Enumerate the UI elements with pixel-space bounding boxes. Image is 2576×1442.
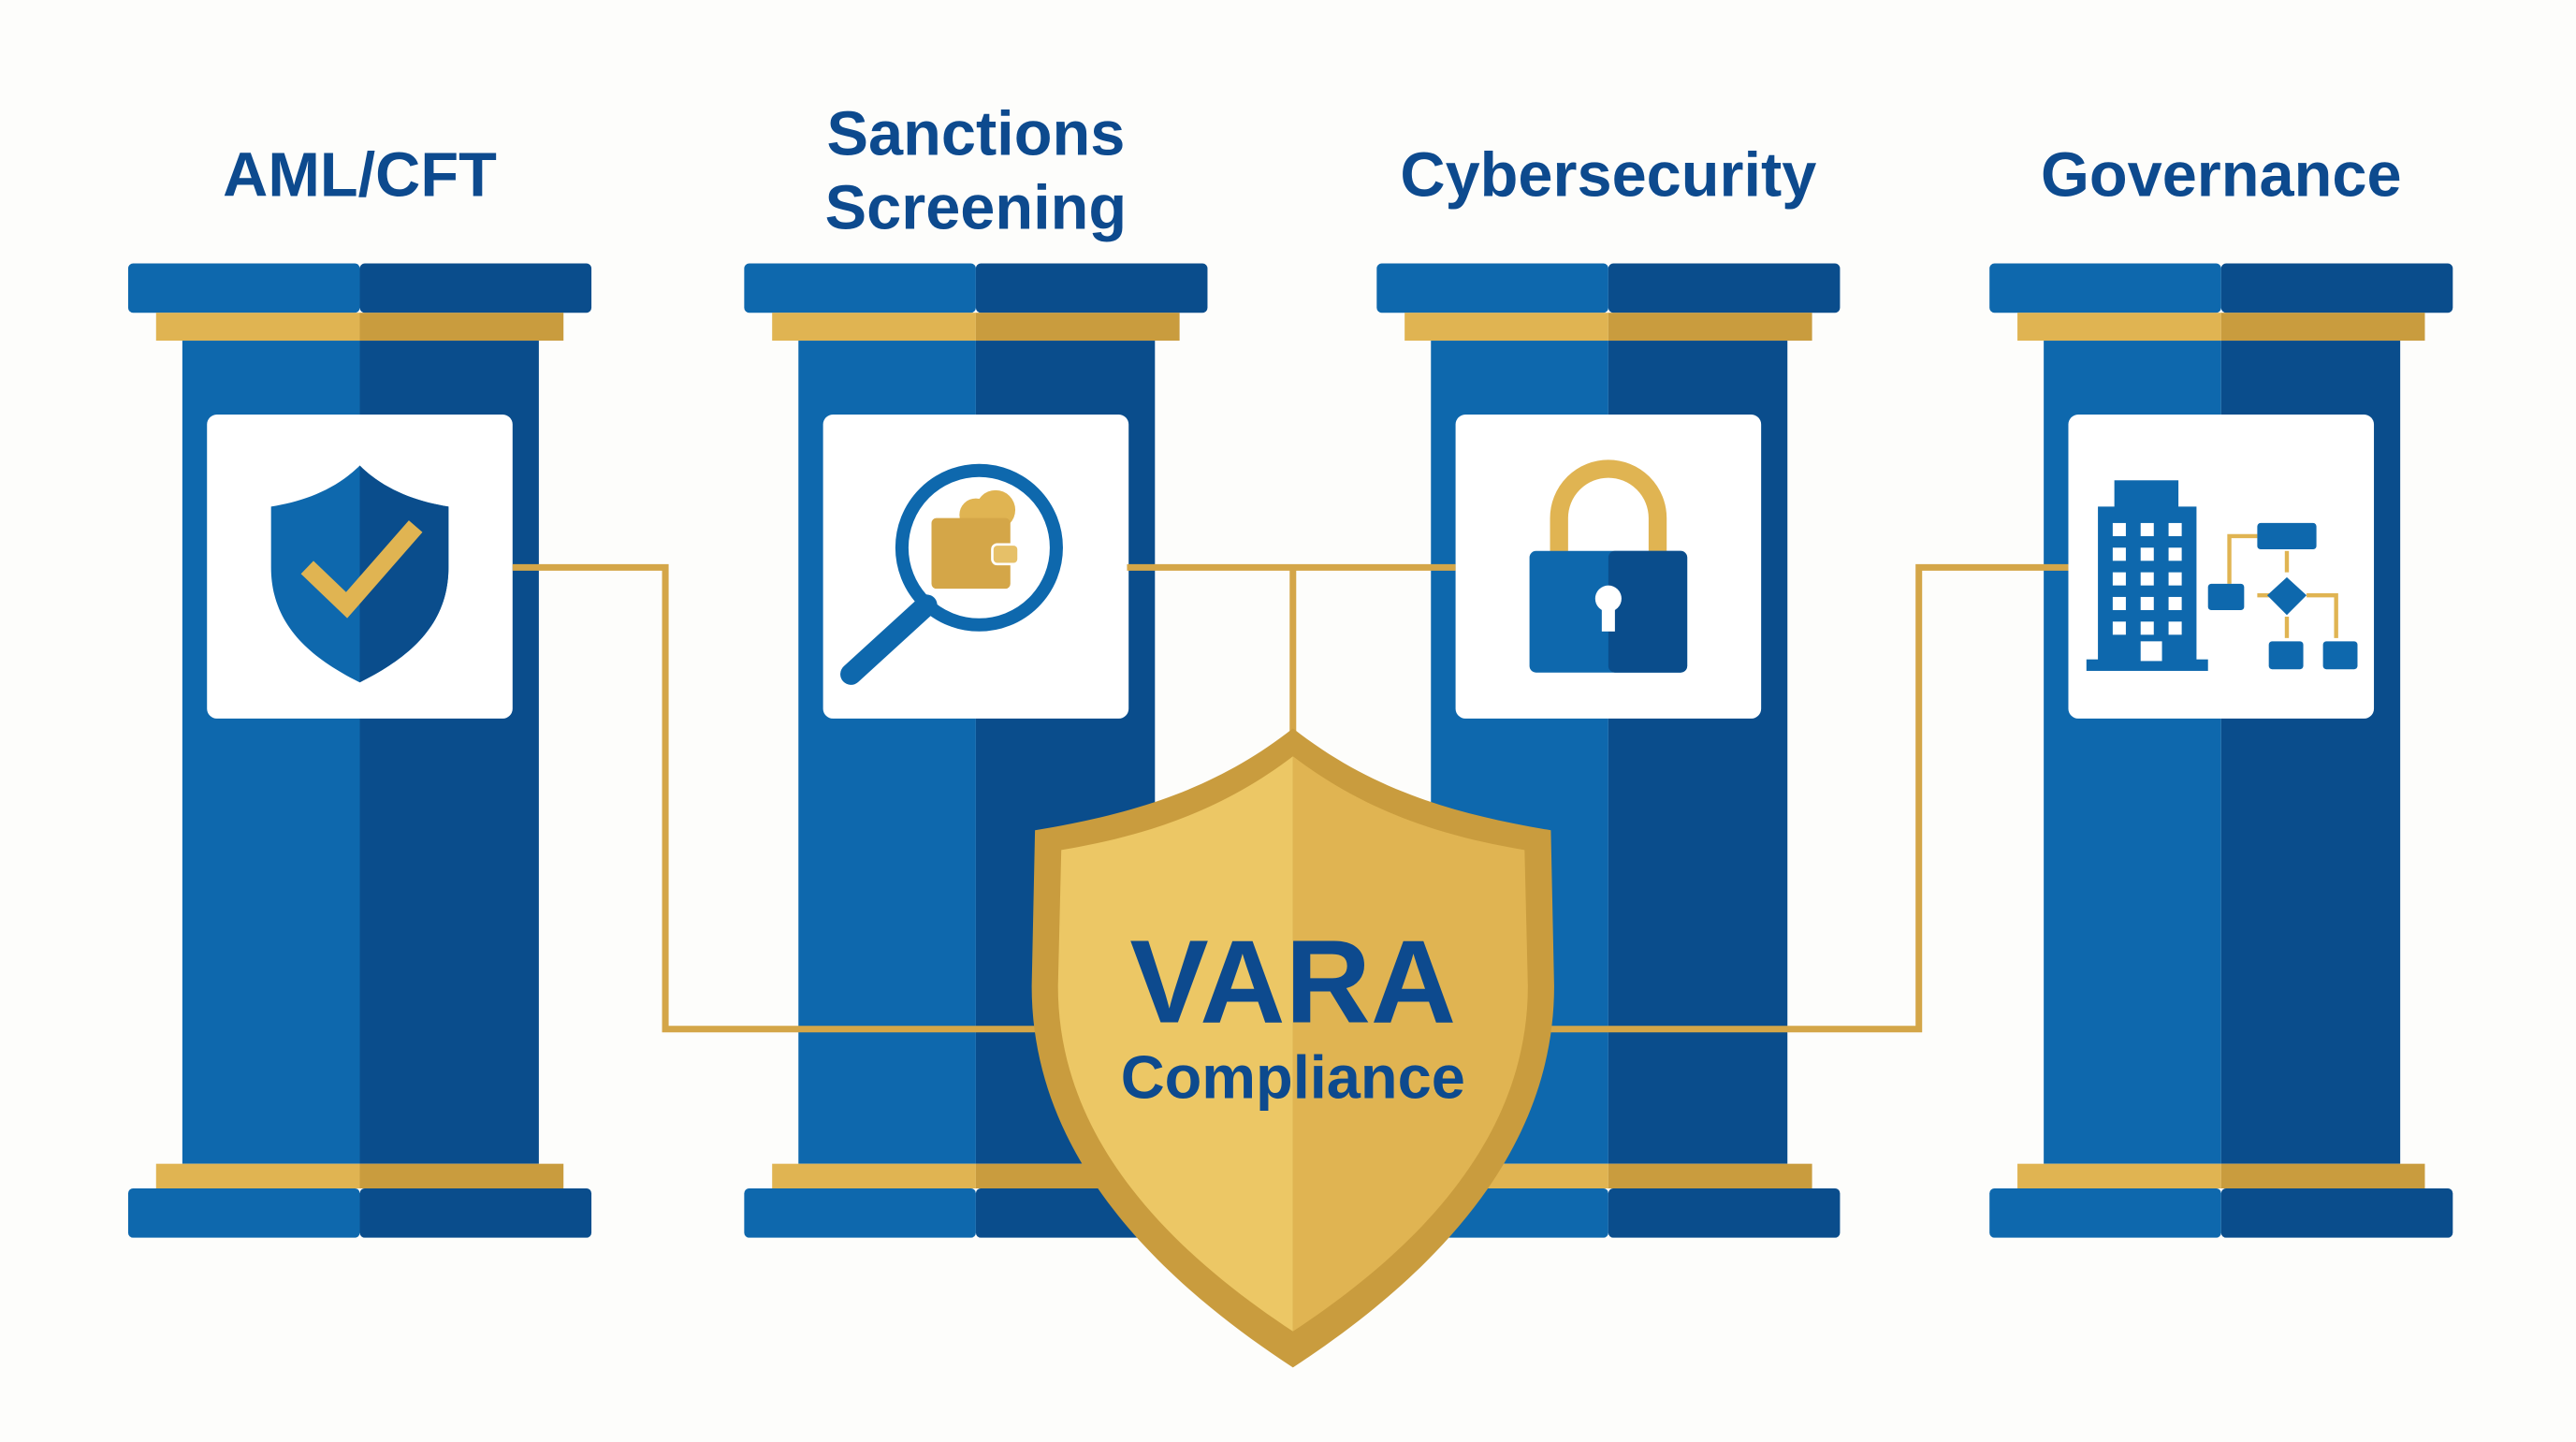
building-flowchart-icon: [2086, 480, 2358, 671]
badge-title: VARA: [1129, 916, 1456, 1048]
magnifier-wallet-icon: [840, 463, 1063, 685]
pillar-label-line-2: Screening: [825, 174, 1128, 243]
padlock-icon: [1529, 459, 1688, 673]
pillar-label: AML/CFT: [223, 141, 497, 211]
pillar-cybersecurity: Cybersecurity: [1376, 141, 1841, 1238]
shield-check-icon: [270, 465, 449, 683]
pillar-label: Governance: [2041, 141, 2402, 211]
pillar-label: Cybersecurity: [1400, 141, 1816, 211]
pillar-governance: Governance: [1989, 141, 2453, 1238]
vara-compliance-shield: VARA Compliance: [1031, 728, 1554, 1368]
badge-subtitle: Compliance: [1121, 1042, 1465, 1111]
connector-lines: [512, 563, 2069, 1033]
pillar-sanctions-screening: Sanctions Screening: [744, 100, 1208, 1238]
pillar-label-line-1: Sanctions: [827, 100, 1126, 169]
pillar-aml-cft: AML/CFT: [127, 141, 592, 1238]
